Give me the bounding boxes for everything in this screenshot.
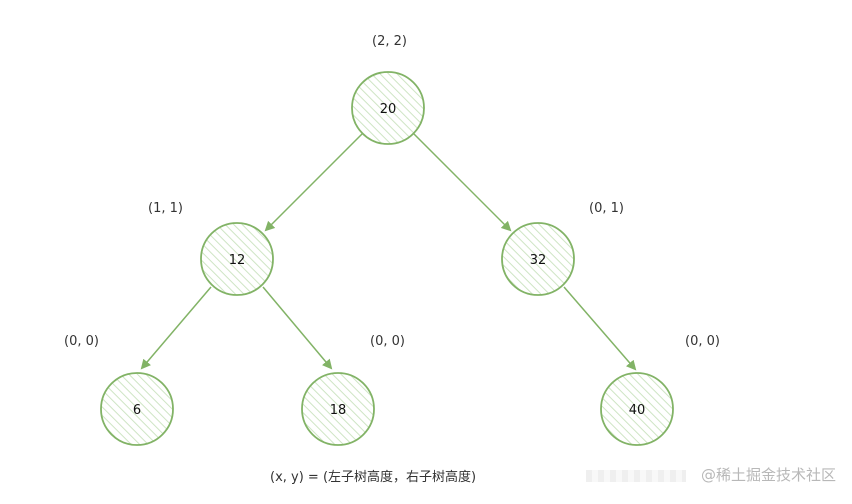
legend: (x, y) = (左子树高度，右子树高度): [270, 466, 476, 485]
edges: [140, 133, 637, 371]
node-circle: [501, 222, 575, 296]
node-circle: [100, 372, 174, 446]
edge-20-32: [413, 133, 512, 232]
node-circle: [301, 372, 375, 446]
node-value: 40: [629, 403, 646, 418]
node-circle: [600, 372, 674, 446]
node-value: 12: [229, 253, 246, 268]
height-pair-40: (0, 0): [685, 334, 720, 349]
node-value: 32: [530, 253, 547, 268]
legend-text: (x, y) = (左子树高度，右子树高度): [270, 470, 477, 485]
tree-node-40: 40: [600, 372, 674, 446]
edge-12-6: [140, 286, 212, 370]
node-circle: [351, 71, 425, 145]
node-circle: [200, 222, 274, 296]
watermark-blur: [586, 469, 687, 482]
height-pair-20: (2, 2): [372, 34, 407, 49]
height-pair-6: (0, 0): [64, 334, 99, 349]
tree-node-32: 32: [501, 222, 575, 296]
tree-node-18: 18: [301, 372, 375, 446]
edge-12-18: [262, 286, 333, 370]
tree-node-20: 20: [351, 71, 425, 145]
height-pair-18: (0, 0): [370, 334, 405, 349]
node-value: 6: [133, 403, 141, 418]
tree-node-6: 6: [100, 372, 174, 446]
watermark-text: @稀土掘金技术社区: [700, 466, 836, 484]
node-value: 18: [330, 403, 347, 418]
edge-20-12: [264, 133, 363, 232]
height-pair-12: (1, 1): [148, 201, 183, 216]
height-pair-32: (0, 1): [589, 201, 624, 216]
tree-node-12: 12: [200, 222, 274, 296]
watermark: @稀土掘金技术社区: [586, 464, 836, 485]
node-value: 20: [380, 102, 397, 117]
edge-32-40: [563, 286, 637, 371]
